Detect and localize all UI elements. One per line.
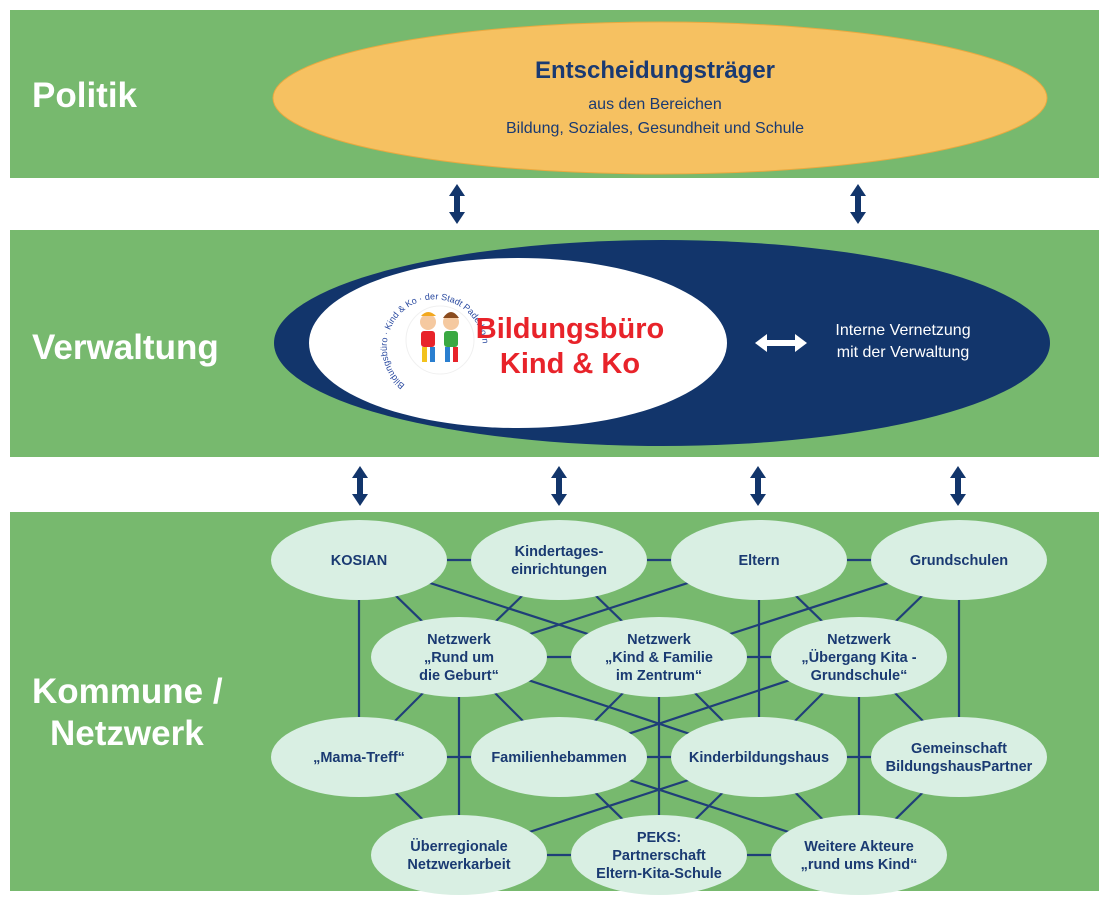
bildungsbuero-title-line2: Kind & Ko <box>500 348 640 380</box>
node-ellipse-peks <box>571 815 747 895</box>
node-weitere: Weitere Akteure „rund ums Kind“ <box>771 815 947 895</box>
double-arrow-icon <box>352 466 368 506</box>
bildungsbuero-title-line1: Bildungsbüro <box>476 313 664 345</box>
node-label-netz_familie-0: Netzwerk <box>627 632 692 648</box>
node-label-weitere-1: „rund ums Kind“ <box>801 857 918 873</box>
horizontal-double-arrow-icon <box>755 334 807 352</box>
double-arrow-icon <box>850 184 866 224</box>
node-label-kita-0: Kindertages- <box>515 544 604 560</box>
decision-makers-line1: aus den Bereichen <box>588 96 721 113</box>
node-label-hebammen-0: Familienhebammen <box>491 750 626 766</box>
node-kita: Kindertages-einrichtungen <box>471 520 647 600</box>
node-label-netz_familie-2: im Zentrum“ <box>616 668 702 684</box>
internal-network-line1: Interne Vernetzung <box>835 322 970 339</box>
node-label-weitere-0: Weitere Akteure <box>804 839 914 855</box>
node-ellipse-hebammen <box>471 717 647 797</box>
node-ellipse-netz_uebergang <box>771 617 947 697</box>
node-grundschulen: Grundschulen <box>871 520 1047 600</box>
node-kosian: KOSIAN <box>271 520 447 600</box>
double-arrow-icon <box>750 466 766 506</box>
node-label-ueberregional-1: Netzwerkarbeit <box>407 857 510 873</box>
node-netz_familie: Netzwerk „Kind & Familie im Zentrum“ <box>571 617 747 697</box>
node-ellipse-netz_familie <box>571 617 747 697</box>
node-eltern: Eltern <box>671 520 847 600</box>
node-hebammen: Familienhebammen <box>471 717 647 797</box>
node-ellipse-weitere <box>771 815 947 895</box>
node-mama: „Mama-Treff“ <box>271 717 447 797</box>
decision-makers-title: Entscheidungsträger <box>535 57 775 84</box>
node-label-netz_geburt-0: Netzwerk <box>427 632 492 648</box>
node-kbh: Kinderbildungshaus <box>671 717 847 797</box>
node-ellipse-kbh <box>671 717 847 797</box>
node-label-kita-1: einrichtungen <box>511 562 607 578</box>
politik-label: Politik <box>32 76 138 115</box>
node-label-peks-1: Partnerschaft <box>612 848 706 864</box>
kommune-label-line2: Netzwerk <box>50 714 204 753</box>
node-label-mama-0: „Mama-Treff“ <box>313 750 405 766</box>
node-ellipse-ueberregional <box>371 815 547 895</box>
node-label-peks-0: PEKS: <box>637 830 681 846</box>
kommune-label-line1: Kommune / <box>32 672 223 711</box>
node-label-netz_geburt-2: die Geburt“ <box>419 668 499 684</box>
node-ellipse-grundschulen <box>871 520 1047 600</box>
decision-makers-line2: Bildung, Soziales, Gesundheit und Schule <box>506 120 804 137</box>
node-label-netz_geburt-1: „Rund um <box>424 650 494 666</box>
node-netz_uebergang: Netzwerk„Übergang Kita - Grundschule“ <box>771 617 947 697</box>
node-ellipse-kosian <box>271 520 447 600</box>
node-label-eltern-0: Eltern <box>738 553 779 569</box>
double-arrow-icon <box>449 184 465 224</box>
node-netz_geburt: Netzwerk „Rund um die Geburt“ <box>371 617 547 697</box>
network-edges <box>357 558 961 857</box>
node-ellipse-gemeinschaft <box>871 717 1047 797</box>
node-ellipse-mama <box>271 717 447 797</box>
node-label-ueberregional-0: Überregionale <box>410 838 508 855</box>
double-arrow-icon <box>551 466 567 506</box>
bildungsbuero-ellipse <box>309 258 727 428</box>
node-label-kbh-0: Kinderbildungshaus <box>689 750 829 766</box>
node-label-gemeinschaft-1: BildungshausPartner <box>886 759 1033 775</box>
node-label-peks-2: Eltern-Kita-Schule <box>596 866 722 882</box>
node-label-kosian-0: KOSIAN <box>331 553 387 569</box>
node-label-netz_uebergang-0: Netzwerk <box>827 632 892 648</box>
node-label-netz_uebergang-2: Grundschule“ <box>811 668 908 684</box>
double-arrow-icon <box>950 466 966 506</box>
verwaltung-label: Verwaltung <box>32 328 219 367</box>
arrows-middle <box>352 466 966 506</box>
node-ellipse-eltern <box>671 520 847 600</box>
internal-network-line2: mit der Verwaltung <box>837 344 970 361</box>
node-ellipse-netz_geburt <box>371 617 547 697</box>
arrows-top <box>449 184 866 224</box>
decision-makers-ellipse <box>272 21 1048 175</box>
node-label-grundschulen-0: Grundschulen <box>910 553 1008 569</box>
node-label-gemeinschaft-0: Gemeinschaft <box>911 741 1007 757</box>
node-label-netz_uebergang-1: „Übergang Kita - <box>801 649 916 666</box>
node-label-netz_familie-1: „Kind & Familie <box>605 650 713 666</box>
node-ellipse-kita <box>471 520 647 600</box>
